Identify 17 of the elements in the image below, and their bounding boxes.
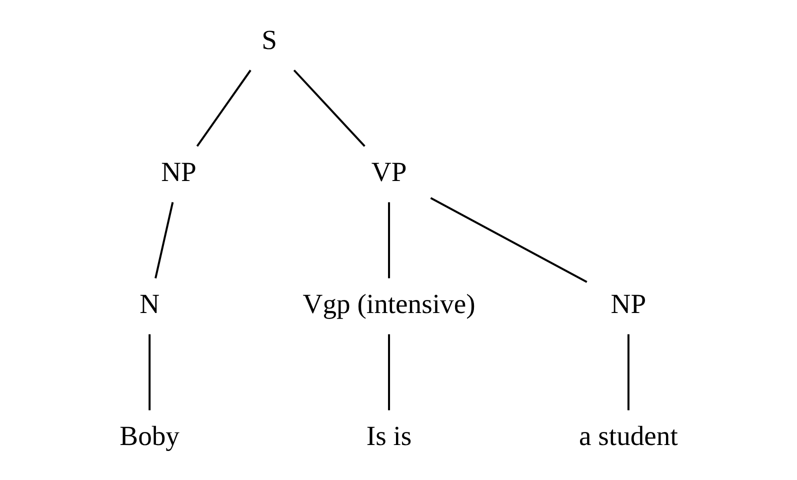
node-text: NP xyxy=(160,156,196,187)
node-text: VP xyxy=(370,156,406,187)
connector xyxy=(196,70,251,147)
connector xyxy=(388,202,390,278)
connector xyxy=(626,334,629,410)
connector xyxy=(154,202,174,278)
connector xyxy=(148,334,150,410)
node-text: Vgp (intensive) xyxy=(302,288,475,319)
node-text: NP xyxy=(610,288,646,319)
connector xyxy=(292,70,365,147)
node-text: N xyxy=(139,288,160,319)
node-text: Boby xyxy=(119,420,180,451)
connector xyxy=(388,334,390,410)
connector xyxy=(430,197,587,283)
node-text: S xyxy=(261,24,276,55)
node-text: a student xyxy=(578,420,678,451)
node-text: Is is xyxy=(366,420,412,451)
